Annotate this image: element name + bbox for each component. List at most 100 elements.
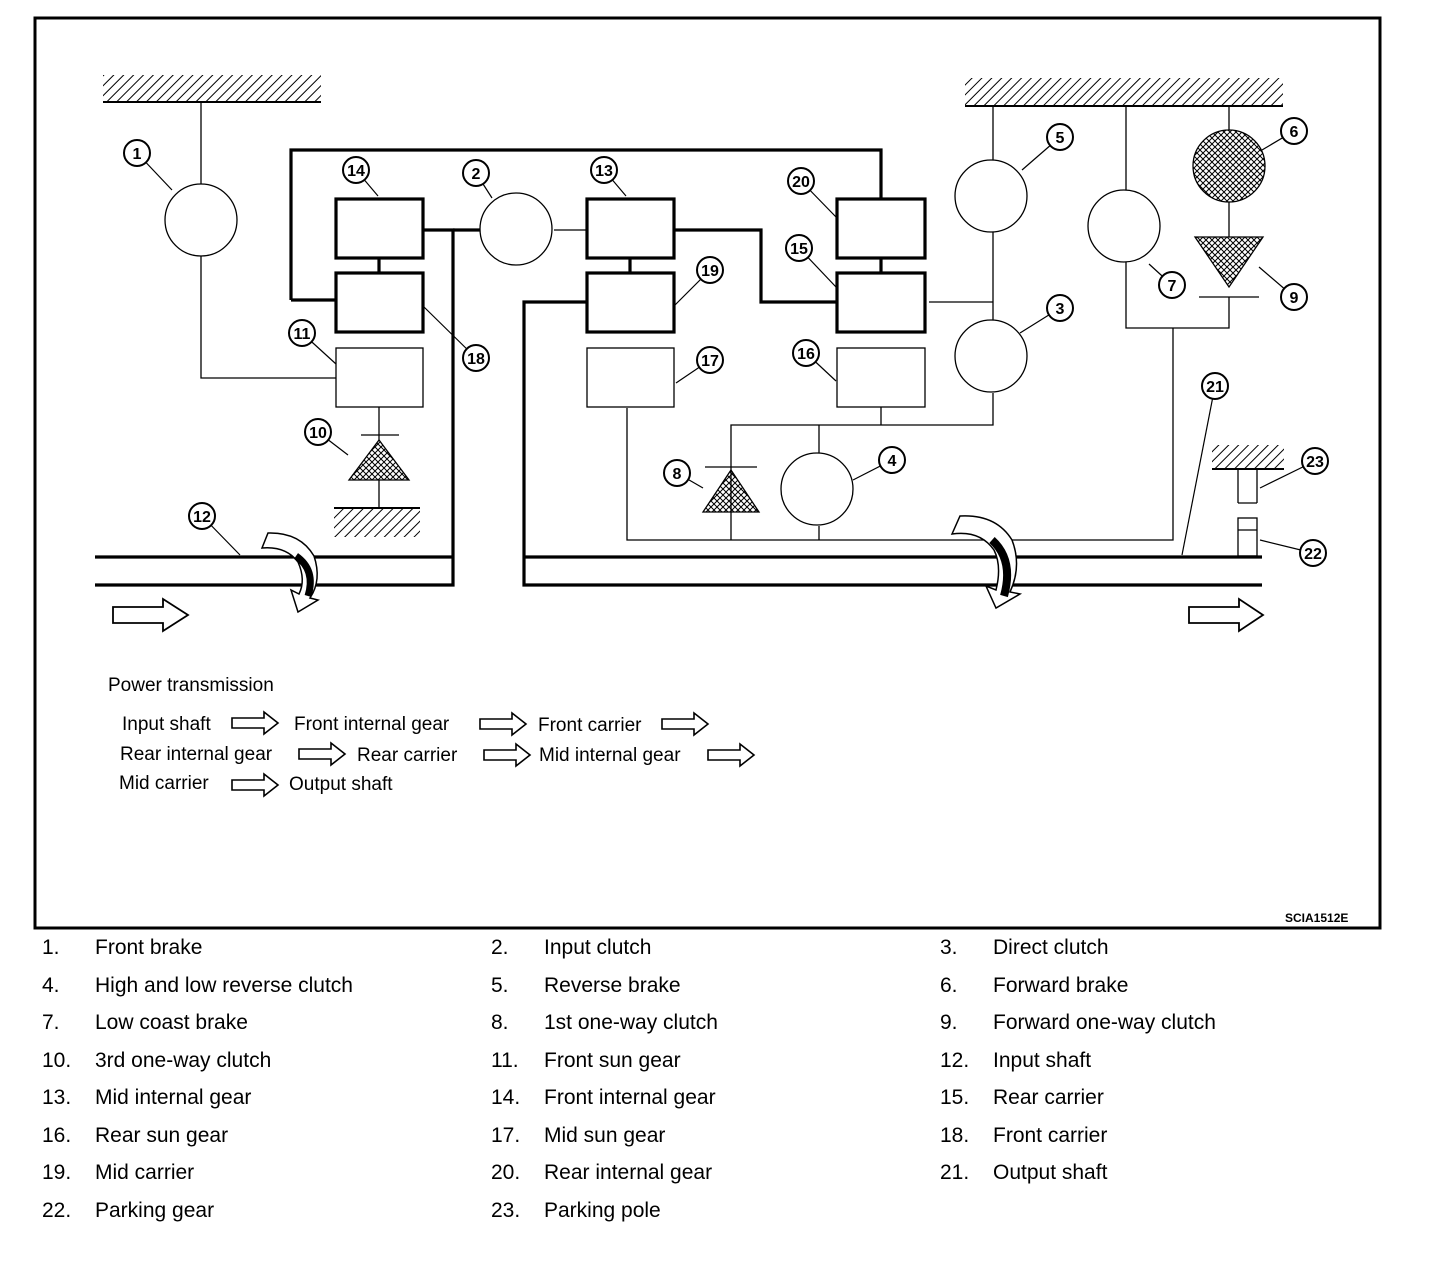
legend-label: Parking gear bbox=[95, 1198, 215, 1222]
legend-label: Direct clutch bbox=[993, 936, 1109, 959]
flow-arrow-icon bbox=[298, 741, 347, 767]
legend-number: 1. bbox=[42, 936, 60, 959]
front-brake-circle bbox=[164, 183, 238, 257]
legend-number: 5. bbox=[491, 973, 509, 997]
callout-13: 13 bbox=[590, 156, 618, 184]
callout-number: 12 bbox=[193, 509, 211, 526]
front-sun-gear-box bbox=[335, 347, 424, 408]
callout-15: 15 bbox=[785, 234, 813, 262]
callout-11: 11 bbox=[288, 319, 316, 347]
callout-number: 2 bbox=[472, 166, 481, 183]
ground-hatch-right bbox=[965, 78, 1283, 106]
flow-step: Front carrier bbox=[538, 715, 642, 736]
callout-number: 16 bbox=[797, 346, 815, 363]
legend-number: 20. bbox=[491, 1161, 521, 1184]
callout-number: 23 bbox=[1306, 454, 1324, 471]
flow-step: Mid internal gear bbox=[539, 745, 681, 766]
legend-label: Rear sun gear bbox=[95, 1123, 229, 1147]
callout-20: 20 bbox=[787, 167, 815, 195]
legend-label: Reverse brake bbox=[544, 973, 681, 997]
callout-3: 3 bbox=[1046, 294, 1074, 322]
callout-number: 19 bbox=[701, 263, 719, 280]
callout-number: 13 bbox=[595, 163, 613, 180]
callout-17: 17 bbox=[696, 346, 724, 374]
ground-hatch-left bbox=[103, 75, 321, 102]
legend-number: 6. bbox=[940, 973, 958, 997]
legend-label: Input clutch bbox=[544, 936, 652, 959]
low-coast-brake-circle bbox=[1087, 189, 1161, 263]
legend-label: Front brake bbox=[95, 936, 203, 959]
callout-8: 8 bbox=[663, 459, 691, 487]
callout-1: 1 bbox=[123, 139, 151, 167]
callout-number: 17 bbox=[701, 353, 719, 370]
output-direction-arrow-icon bbox=[1188, 597, 1265, 633]
legend-number: 18. bbox=[940, 1123, 970, 1147]
legend-label: Mid sun gear bbox=[544, 1123, 666, 1147]
legend-label: Mid carrier bbox=[95, 1161, 195, 1184]
flow-step: Input shaft bbox=[122, 714, 211, 735]
callout-2: 2 bbox=[462, 159, 490, 187]
legend-label: Output shaft bbox=[993, 1161, 1108, 1184]
callout-21: 21 bbox=[1201, 372, 1229, 400]
legend-number: 17. bbox=[491, 1123, 521, 1147]
legend-label: Forward brake bbox=[993, 973, 1129, 997]
legend-label: Parking pole bbox=[544, 1198, 661, 1222]
callout-number: 3 bbox=[1056, 301, 1065, 318]
legend-label: Mid internal gear bbox=[95, 1086, 252, 1109]
callout-number: 22 bbox=[1304, 546, 1322, 563]
legend-label: Rear carrier bbox=[993, 1086, 1104, 1109]
callout-4: 4 bbox=[878, 446, 906, 474]
legend-number: 10. bbox=[42, 1048, 72, 1072]
callout-number: 18 bbox=[467, 351, 485, 368]
flow-step: Output shaft bbox=[289, 774, 393, 795]
legend-label: Forward one-way clutch bbox=[993, 1011, 1216, 1034]
rear-internal-gear-box bbox=[835, 197, 927, 260]
flow-step: Rear internal gear bbox=[120, 744, 273, 765]
legend-number: 16. bbox=[42, 1123, 72, 1147]
callout-number: 7 bbox=[1168, 278, 1177, 295]
third-one-way-clutch-icon bbox=[347, 438, 411, 481]
callout-22: 22 bbox=[1299, 539, 1327, 567]
flow-arrow-icon bbox=[707, 742, 756, 768]
legend-number: 13. bbox=[42, 1086, 72, 1109]
callout-number: 21 bbox=[1206, 379, 1224, 396]
callout-16: 16 bbox=[792, 339, 820, 367]
callout-number: 15 bbox=[790, 241, 808, 258]
diagram-frame bbox=[33, 16, 1382, 930]
input-clutch-circle bbox=[479, 192, 553, 266]
legend-number: 3. bbox=[940, 936, 958, 959]
mid-internal-gear-box bbox=[585, 197, 676, 260]
legend-label: Rear internal gear bbox=[544, 1161, 713, 1184]
flow-step: Front internal gear bbox=[294, 714, 450, 735]
ground-hatch-oneway bbox=[334, 508, 420, 537]
legend-number: 14. bbox=[491, 1086, 521, 1109]
legend-label: Low coast brake bbox=[95, 1011, 248, 1034]
callout-19: 19 bbox=[696, 256, 724, 284]
callout-number: 4 bbox=[888, 453, 897, 470]
flow-arrow-icon bbox=[479, 711, 528, 737]
callout-23: 23 bbox=[1301, 447, 1329, 475]
direct-clutch-circle bbox=[954, 319, 1028, 393]
rear-carrier-box bbox=[835, 271, 927, 334]
rear-sun-gear-box bbox=[836, 347, 926, 408]
flow-step: Rear carrier bbox=[357, 745, 458, 766]
diagram-code: SCIA1512E bbox=[1285, 911, 1348, 925]
callout-10: 10 bbox=[304, 418, 332, 446]
legend-label: Front sun gear bbox=[544, 1048, 681, 1072]
forward-one-way-clutch-icon bbox=[1193, 236, 1265, 289]
callout-number: 9 bbox=[1290, 290, 1299, 307]
legend-number: 23. bbox=[491, 1198, 521, 1222]
flow-arrow-icon bbox=[231, 710, 280, 736]
legend-label: Front carrier bbox=[993, 1123, 1108, 1147]
flow-arrow-icon bbox=[231, 772, 280, 798]
legend-number: 4. bbox=[42, 973, 60, 997]
callout-number: 14 bbox=[347, 163, 365, 180]
legend-number: 11. bbox=[491, 1048, 519, 1072]
input-direction-arrow-icon bbox=[112, 597, 190, 633]
flow-arrow-icon bbox=[661, 711, 710, 737]
legend-number: 7. bbox=[42, 1011, 60, 1034]
forward-brake-circle bbox=[1192, 129, 1266, 203]
legend-label: High and low reverse clutch bbox=[95, 973, 353, 997]
